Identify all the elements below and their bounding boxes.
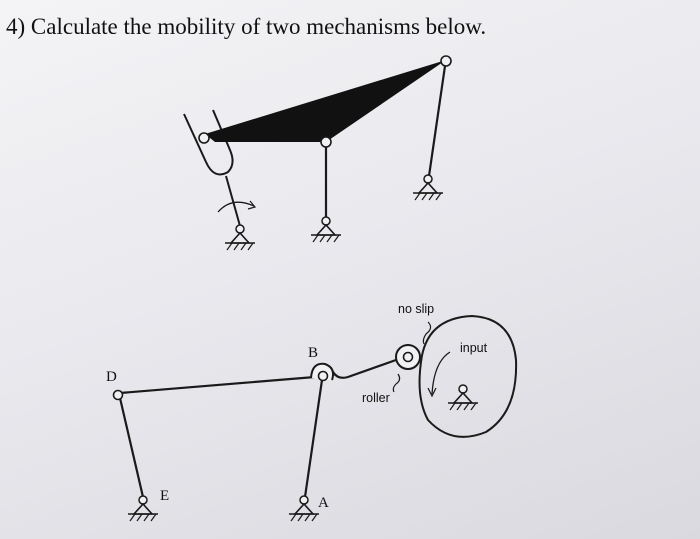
label-A: A — [318, 495, 329, 511]
mechanism-bottom: B D E A no slip input roller — [106, 302, 518, 522]
coupler-link-triangle — [205, 60, 446, 142]
input-cam — [418, 314, 518, 438]
label-D: D — [106, 369, 117, 385]
pin-joint-coupler-right — [440, 55, 452, 67]
rotation-arrow — [217, 201, 255, 213]
roller-pin — [402, 351, 414, 363]
question-text: Calculate the mobility of two mechanisms… — [30, 14, 487, 39]
ground-pivot-E — [138, 495, 148, 505]
rocker-link-right — [427, 65, 447, 177]
pin-joint-B — [317, 370, 329, 382]
label-B: B — [308, 345, 318, 361]
annotation-roller: roller — [362, 391, 390, 405]
annotation-no-slip: no slip — [398, 302, 434, 316]
cam-ground-pivot — [458, 384, 468, 394]
link-E-D — [118, 397, 145, 498]
link-A-B — [303, 379, 324, 498]
roller-leader — [392, 373, 401, 393]
ground-pivot-right — [423, 174, 433, 184]
link-D-B — [119, 375, 316, 395]
cam-rotation-arrow — [431, 351, 451, 395]
annotation-input: input — [460, 341, 488, 355]
slot-guide — [183, 109, 234, 176]
ground-pivot-mid — [321, 216, 331, 226]
no-slip-leader — [422, 321, 432, 345]
ground-pivot-slot — [235, 224, 245, 234]
pin-joint-coupler-mid — [320, 136, 332, 148]
pin-joint-slider — [198, 132, 210, 144]
pin-joint-D — [112, 389, 124, 401]
ground-pivot-A — [299, 495, 309, 505]
label-E: E — [160, 488, 169, 504]
slot-rod — [225, 175, 241, 227]
mechanism-top — [183, 55, 452, 251]
question-heading: 4) Calculate the mobility of two mechani… — [6, 14, 486, 40]
question-number: 4) — [6, 14, 26, 39]
